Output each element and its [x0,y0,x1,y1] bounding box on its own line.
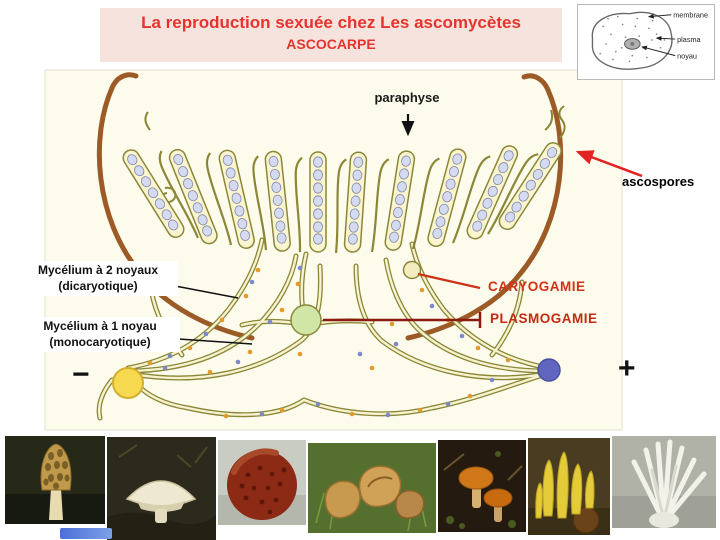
mycelium-dikaryotic-line1: Mycélium à 2 noyaux [37,263,159,277]
white-mushroom-image [107,437,216,540]
minus-gamete-cell [112,367,144,399]
ascospores-arrow [575,150,643,178]
ascocarp-diagram [44,69,643,431]
karyogamy-cell [402,260,422,280]
mycelium-monokaryotic-line2: (monocaryotique) [49,334,151,349]
cell-diagram-inset: membrane plasma noyau [577,4,715,80]
brown-cup-fungi-image [308,443,436,533]
hyphal-nuclei-orange [147,261,511,419]
minus-sign: − [72,358,90,391]
photo-brown-cup-fungi [308,443,436,533]
membrane-pointer-line [647,13,672,19]
orange-mushrooms-image [438,440,526,532]
plus-gamete-cell [537,358,561,382]
noyau-label: noyau [677,52,697,61]
morel-mushroom-image [5,436,105,524]
slide-subtitle: ASCOCARPE [286,36,376,52]
photo-orange-mushrooms [438,440,526,532]
plasma-label: plasma [677,35,701,44]
watermark-strip [60,528,112,539]
noyau-pointer-line [641,45,676,57]
red-round-fungus-image [218,440,306,525]
mycelium-monokaryotic-line1: Mycélium à 1 noyau [43,319,157,333]
photo-white-coral-fungus [612,436,716,528]
mycelium-dikaryotic-line2: (dicaryotique) [58,278,138,293]
title-banner: La reproduction sexuée chez Les ascomycè… [100,8,562,62]
photo-yellow-club-fungi [528,438,610,535]
photo-morel-mushroom [5,436,105,524]
ascospores-label: ascospores [622,174,695,189]
nucleolus [630,41,635,46]
paraphyse-label: paraphyse [374,90,440,105]
cell-diagram-image: membrane plasma noyau [591,11,708,70]
white-coral-fungus-image [612,436,716,528]
plasmogamie-label: PLASMOGAMIE [490,311,598,326]
photo-white-mushroom [107,437,216,540]
mycelium-dikaryotic-label: Mycélium à 2 noyaux (dicaryotique) [18,261,178,297]
caryogamie-label: CARYOGAMIE [488,279,586,294]
plasma-pointer-line [655,35,676,41]
yellow-club-fungi-image [528,438,610,535]
membrane-label: membrane [673,11,708,20]
mycelium-monokaryotic-label: Mycélium à 1 noyau (monocaryotique) [20,317,180,353]
plasmogamy-cell [290,304,322,336]
photo-red-round-fungus [218,440,306,525]
caryogamie-connector [417,272,481,290]
plasmogamie-connector [323,312,482,328]
slide-title: La reproduction sexuée chez Les ascomycè… [141,13,521,32]
plus-sign: + [618,352,636,385]
cytoplasm-stipple [599,15,666,63]
